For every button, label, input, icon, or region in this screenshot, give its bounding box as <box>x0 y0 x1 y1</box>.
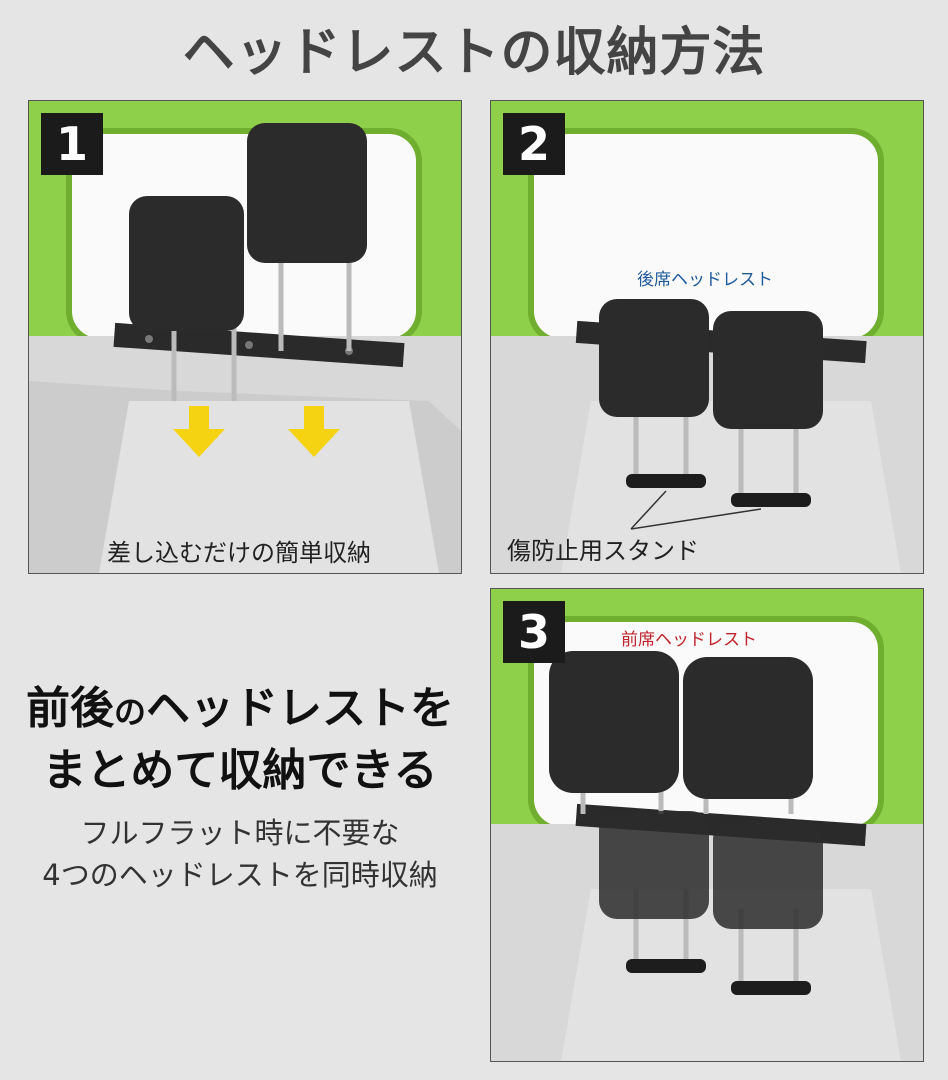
page-title: ヘッドレストの収納方法 <box>182 23 766 83</box>
headline-line-2: まとめて収納できる <box>42 745 438 796</box>
headline-part-b: の <box>113 693 146 731</box>
headline-part-c: ヘッドレストを <box>146 683 454 734</box>
step-1-caption: 差し込むだけの簡単収納 <box>107 539 371 567</box>
step-3-number: 3 <box>503 601 565 663</box>
step-2-caption: 傷防止用スタンド <box>507 537 699 565</box>
step-2-panel: 2 後席ヘッドレスト 傷防止用スタンド <box>490 100 924 574</box>
rear-headrest-label: 後席ヘッドレスト <box>637 270 773 290</box>
step-2-number: 2 <box>503 113 565 175</box>
step-3-illustration <box>491 589 923 1061</box>
headline-part-a: 前後 <box>25 683 114 734</box>
step-1-number: 1 <box>41 113 103 175</box>
step-3-panel: 3 前席ヘッドレスト <box>490 588 924 1062</box>
step-2-illustration <box>491 101 923 573</box>
step-1-illustration <box>29 101 461 573</box>
step-1-panel: 1 差し込むだけの簡単収納 <box>28 100 462 574</box>
subtext-line-1: フルフラット時に不要な <box>80 816 400 850</box>
front-headrest-label: 前席ヘッドレスト <box>621 630 757 650</box>
headline-line-1: 前後のヘッドレストを <box>0 672 480 736</box>
subtext-line-2: 4つのヘッドレストを同時収納 <box>42 858 438 892</box>
